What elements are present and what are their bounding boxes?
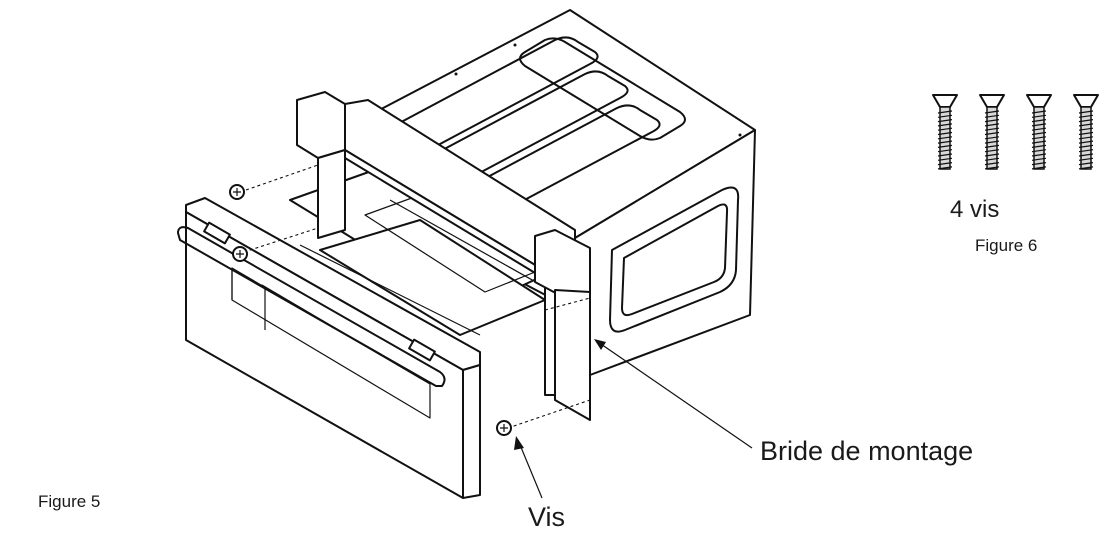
callout-arrow-bracket <box>594 339 753 449</box>
drawer-cavity <box>289 149 581 396</box>
drawer-front <box>177 197 481 499</box>
screw-count-label: 4 vis <box>950 196 1000 223</box>
mounting-bracket-right <box>534 229 591 421</box>
screw-head-left-icon <box>232 246 248 262</box>
screw-icon <box>932 94 958 170</box>
callout-arrow-screw <box>514 436 543 499</box>
screw-head-lower-icon <box>496 420 512 436</box>
mounting-bracket-left <box>296 91 346 239</box>
screw-icon <box>1073 94 1099 170</box>
appliance-body <box>344 9 756 376</box>
figure5-caption: Figure 5 <box>38 492 101 511</box>
mounting-bracket-label: Bride de montage <box>760 436 974 466</box>
screw-icon <box>979 94 1005 170</box>
figure6-caption: Figure 6 <box>975 236 1038 255</box>
assembly-lines <box>243 164 591 429</box>
screw-label: Vis <box>528 502 566 532</box>
screw-icon <box>1026 94 1052 170</box>
screw-set <box>932 94 1099 170</box>
screw-head-upper-icon <box>229 184 245 200</box>
